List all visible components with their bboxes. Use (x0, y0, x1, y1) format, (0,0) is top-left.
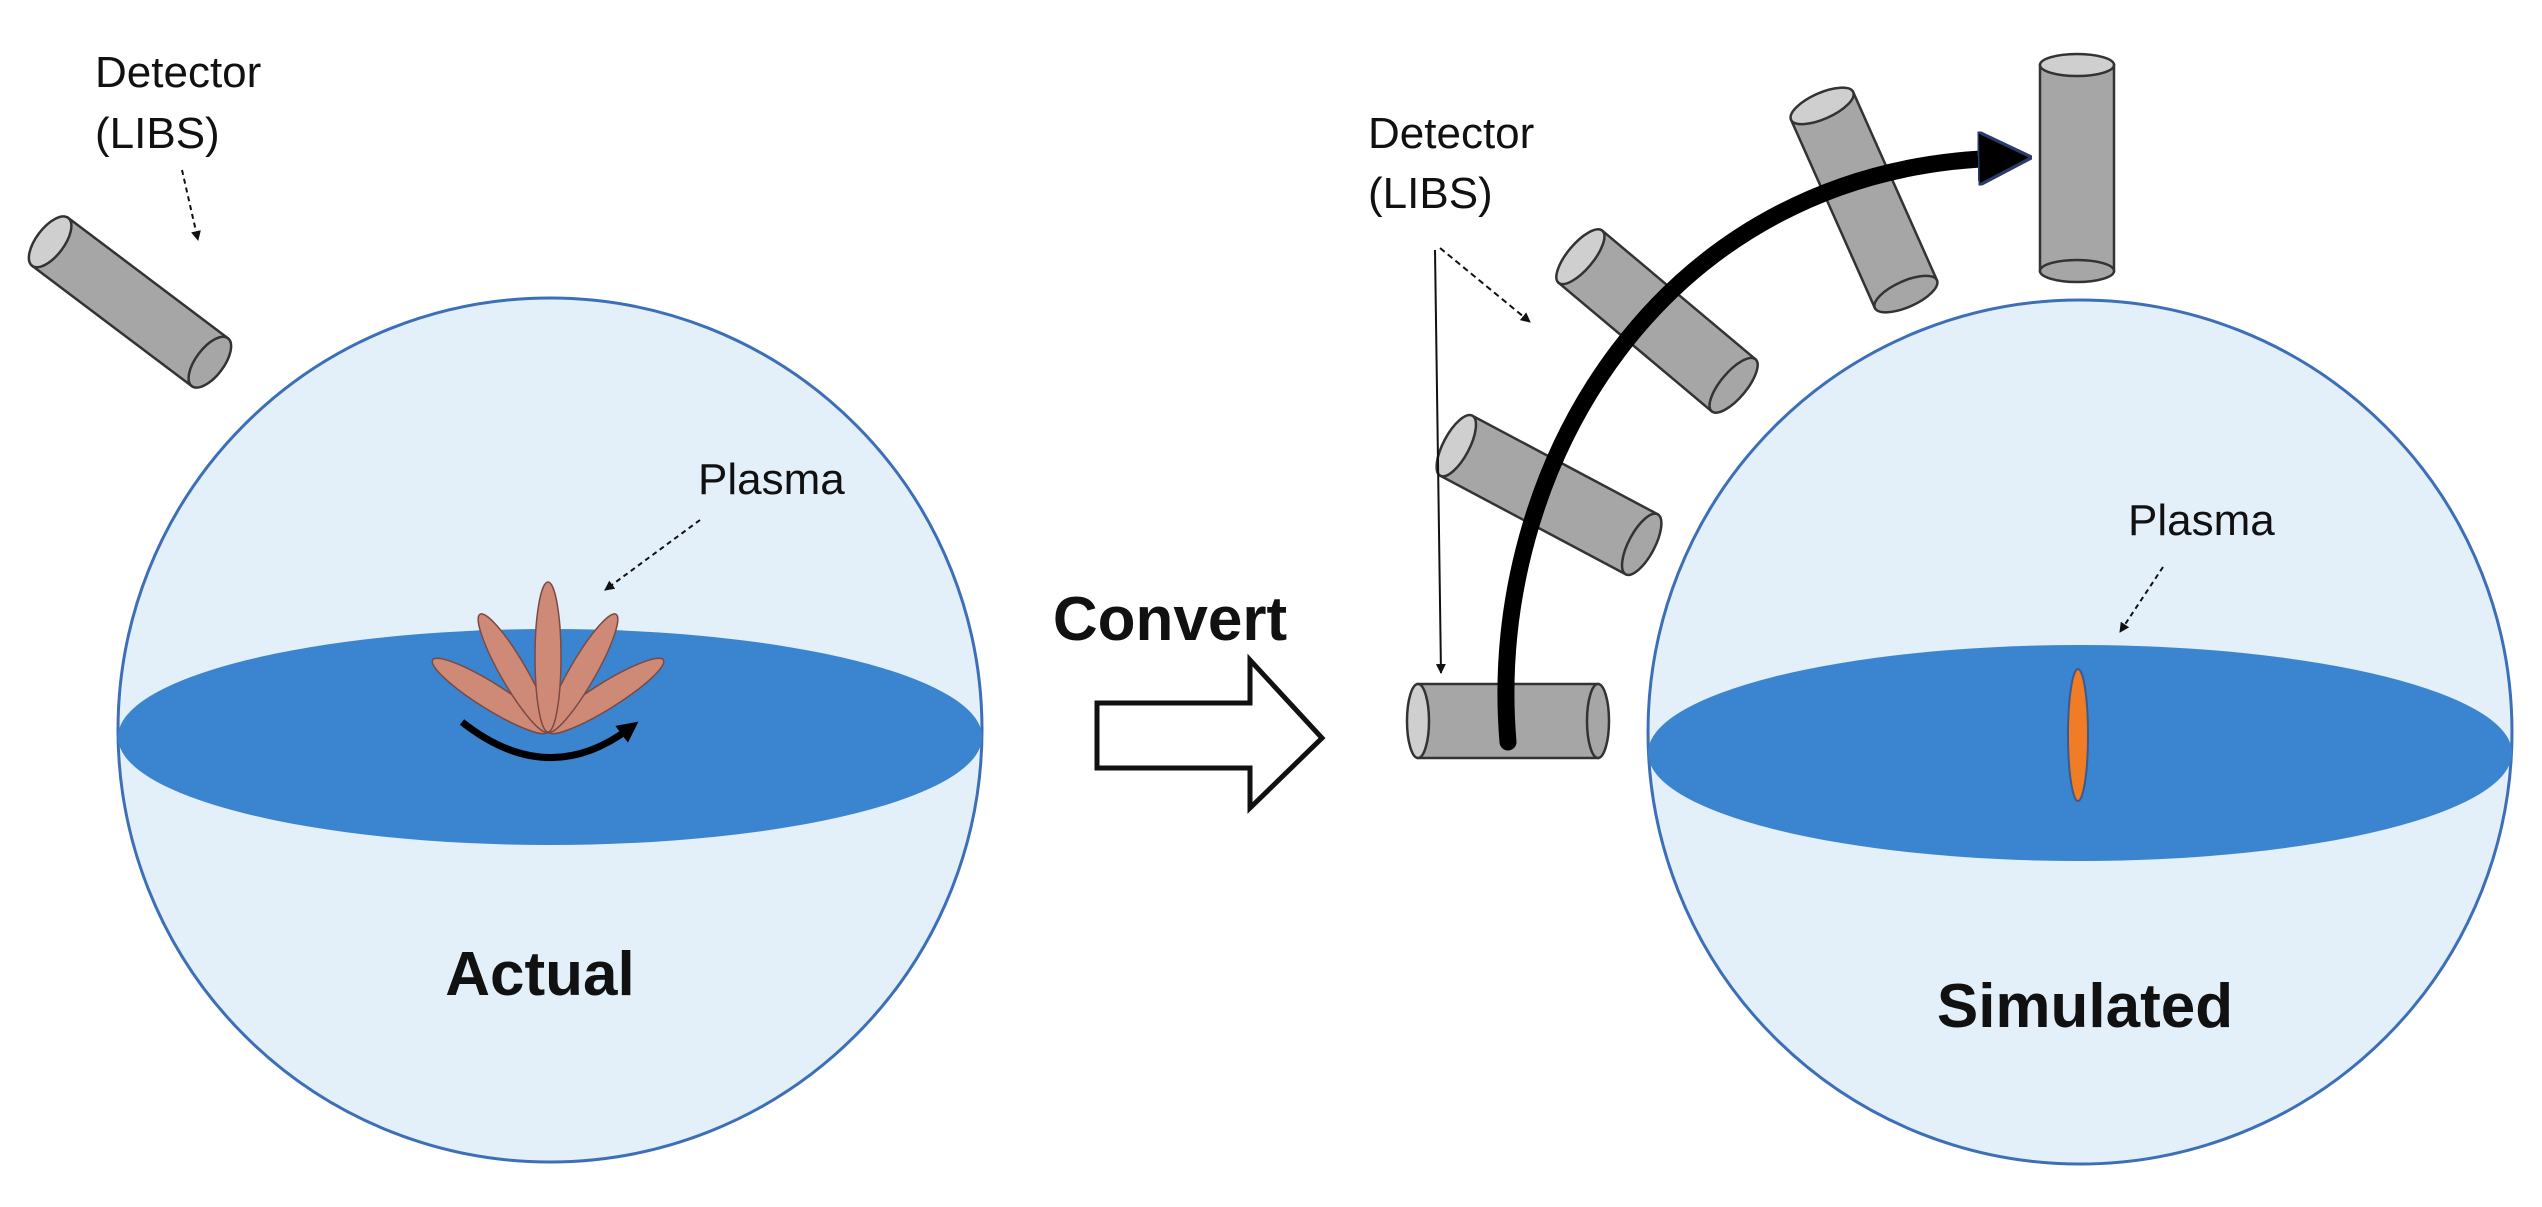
simulated-detector-label-line1: Detector (1368, 109, 1534, 158)
actual-plasma-petals (431, 581, 665, 735)
simulated-plasma-label: Plasma (2128, 496, 2275, 545)
convert-section: Convert (1053, 585, 1326, 814)
simulated-detector-high-cylinder-icon (1789, 86, 1939, 314)
actual-caption: Actual (445, 940, 634, 1009)
convert-hollow-right-arrow-icon (1094, 653, 1326, 814)
actual-detector-label-line2: (LIBS) (95, 109, 220, 158)
simulated-detector-label-line2: (LIBS) (1368, 169, 1493, 218)
actual-detector-label-line1: Detector (95, 48, 261, 97)
simulated-caption: Simulated (1937, 972, 2233, 1041)
simulated-panel: Detector (LIBS) Plasma Simulated (1368, 52, 2514, 1166)
simulated-plasma (2067, 668, 2089, 802)
simulated-detector-mid-cylinder-icon (1555, 228, 1759, 414)
actual-detector-pointer (181, 169, 201, 241)
actual-detector-cylinder-icon (27, 215, 233, 389)
simulated-plasma-pointer (2119, 566, 2164, 633)
detector-sweep-curved-arrow-icon (1497, 158, 2005, 751)
simulated-detector-pointer-diagonal (1439, 247, 1531, 323)
simulated-detector-top-cylinder-icon (2038, 52, 2116, 284)
convert-label: Convert (1053, 585, 1287, 654)
actual-rotation-curved-arrow-icon (459, 719, 639, 762)
actual-plasma-pointer (604, 519, 701, 591)
actual-plasma-label: Plasma (698, 455, 845, 504)
actual-equator-disk (118, 629, 982, 845)
simulated-detector-pointer-vertical (1434, 249, 1446, 674)
actual-panel: Detector (LIBS) Plasma Actual (27, 48, 984, 1164)
